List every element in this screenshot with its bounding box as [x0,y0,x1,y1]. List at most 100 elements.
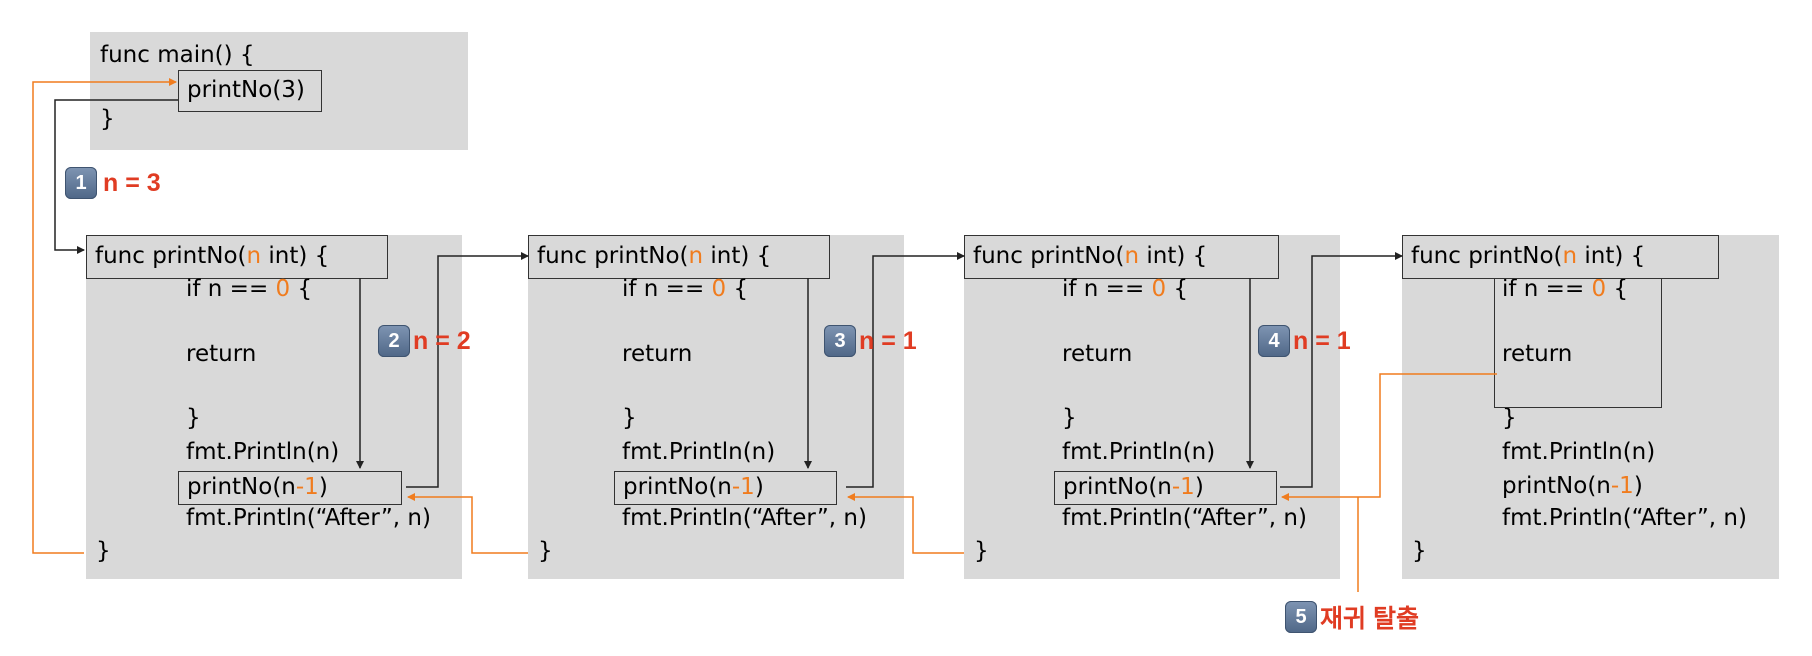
frame-println-3: fmt.Println(n) [1062,439,1216,465]
sig-param: n [1562,243,1578,269]
if-suffix: { [1606,276,1629,302]
step-badge-4: 4 n = 1 [1258,325,1351,357]
frame-return-4: return [1502,341,1573,367]
frame-println-1: fmt.Println(n) [186,439,340,465]
frame-panel-3 [964,235,1340,579]
frame-panel-1 [86,235,462,579]
if-zero: 0 [1591,276,1607,302]
if-zero: 0 [711,276,727,302]
step-label-1: n = 3 [103,168,161,197]
step-badge-3: 3 n = 1 [824,325,917,357]
call-suffix: ) [1633,473,1643,499]
if-prefix: if n == [1502,276,1592,302]
frame-recursive-call-2: printNo(n-1) [614,471,837,505]
frame-signature-4: func printNo(n int) { [1402,235,1719,279]
call-suffix: ) [318,474,328,500]
frame-close-1: } [96,538,111,564]
call-minus: -1 [1610,473,1634,499]
call-minus: -1 [1171,474,1195,500]
step-badge-2: 2 n = 2 [378,325,471,357]
frame-recursive-call-3: printNo(n-1) [1054,471,1277,505]
step-label-3: n = 1 [859,326,917,355]
frame-println-2: fmt.Println(n) [622,439,776,465]
step-number-5: 5 [1285,601,1317,633]
call-arrow-2 [846,252,965,488]
call-suffix: ) [754,474,764,500]
call-prefix: printNo(n [1063,474,1172,500]
call-minus: -1 [295,474,319,500]
sig-prefix: func printNo( [1411,243,1563,269]
frame-if-close-3: } [1062,405,1077,431]
step-label-4: n = 1 [1293,326,1351,355]
sig-prefix: func printNo( [95,243,247,269]
frame-if-line-4: if n == 0 { [1502,276,1628,303]
frame-if-line-2: if n == 0 { [622,276,748,303]
sig-param: n [1124,243,1140,269]
frame-println-4: fmt.Println(n) [1502,439,1656,465]
frame-close-2: } [538,538,553,564]
sig-param: n [246,243,262,269]
frame-return-3: return [1062,341,1133,367]
frame-recursive-call-4: printNo(n-1) [1502,473,1643,500]
step-number-4: 4 [1258,325,1290,357]
sig-prefix: func printNo( [973,243,1125,269]
return-arrow-main [32,78,177,554]
return-arrow-1 [407,493,528,554]
call-prefix: printNo(n [623,474,732,500]
call-arrow-3 [1280,252,1403,488]
step-label-5: 재귀 탈출 [1320,605,1419,633]
frame-return-2: return [622,341,693,367]
step-badge-5: 5 재귀 탈출 [1285,599,1419,635]
call-prefix: printNo(n [187,474,296,500]
call-arrow-1 [406,252,529,488]
frame-if-line-3: if n == 0 { [1062,276,1188,303]
frame-if-line-1: if n == 0 { [186,276,312,303]
sig-prefix: func printNo( [537,243,689,269]
base-case-box [1494,278,1662,408]
call-arrow-main [54,99,178,254]
step-number-2: 2 [378,325,410,357]
if-suffix: { [726,276,749,302]
frame-if-close-2: } [622,405,637,431]
frame-close-4: } [1412,538,1427,564]
step-label-2: n = 2 [413,326,471,355]
sig-suffix: int) { [703,243,772,269]
main-func-close: } [100,106,115,132]
sig-param: n [688,243,704,269]
step-number-1: 1 [65,167,97,199]
frame-after-1: fmt.Println(“After”, n) [186,505,431,531]
if-zero: 0 [275,276,291,302]
frame-after-4: fmt.Println(“After”, n) [1502,505,1747,531]
return-arrow-2 [847,493,964,554]
frame-after-3: fmt.Println(“After”, n) [1062,505,1307,531]
frame-if-close-4: } [1502,405,1517,431]
call-suffix: ) [1194,474,1204,500]
frame-after-2: fmt.Println(“After”, n) [622,505,867,531]
main-func-header: func main() { [100,42,255,68]
frame-panel-2 [528,235,904,579]
call-minus: -1 [731,474,755,500]
frame-return-1: return [186,341,257,367]
step-number-3: 3 [824,325,856,357]
frame-signature-3: func printNo(n int) { [964,235,1279,279]
main-call-box: printNo(3) [178,70,322,112]
frame-close-3: } [974,538,989,564]
return-arrow-3 [1281,373,1497,501]
if-prefix: if n == [622,276,712,302]
sig-suffix: int) { [1139,243,1208,269]
sig-suffix: int) { [261,243,330,269]
step-badge-1: 1 n = 3 [65,167,161,199]
call-prefix: printNo(n [1502,473,1611,499]
if-zero: 0 [1151,276,1167,302]
if-prefix: if n == [186,276,276,302]
frame-signature-1: func printNo(n int) { [86,235,388,279]
frame-if-close-1: } [186,405,201,431]
frame-recursive-call-1: printNo(n-1) [178,471,402,505]
main-function-panel [90,32,468,150]
sig-suffix: int) { [1577,243,1646,269]
if-prefix: if n == [1062,276,1152,302]
frame-signature-2: func printNo(n int) { [528,235,830,279]
if-suffix: { [290,276,313,302]
if-suffix: { [1166,276,1189,302]
